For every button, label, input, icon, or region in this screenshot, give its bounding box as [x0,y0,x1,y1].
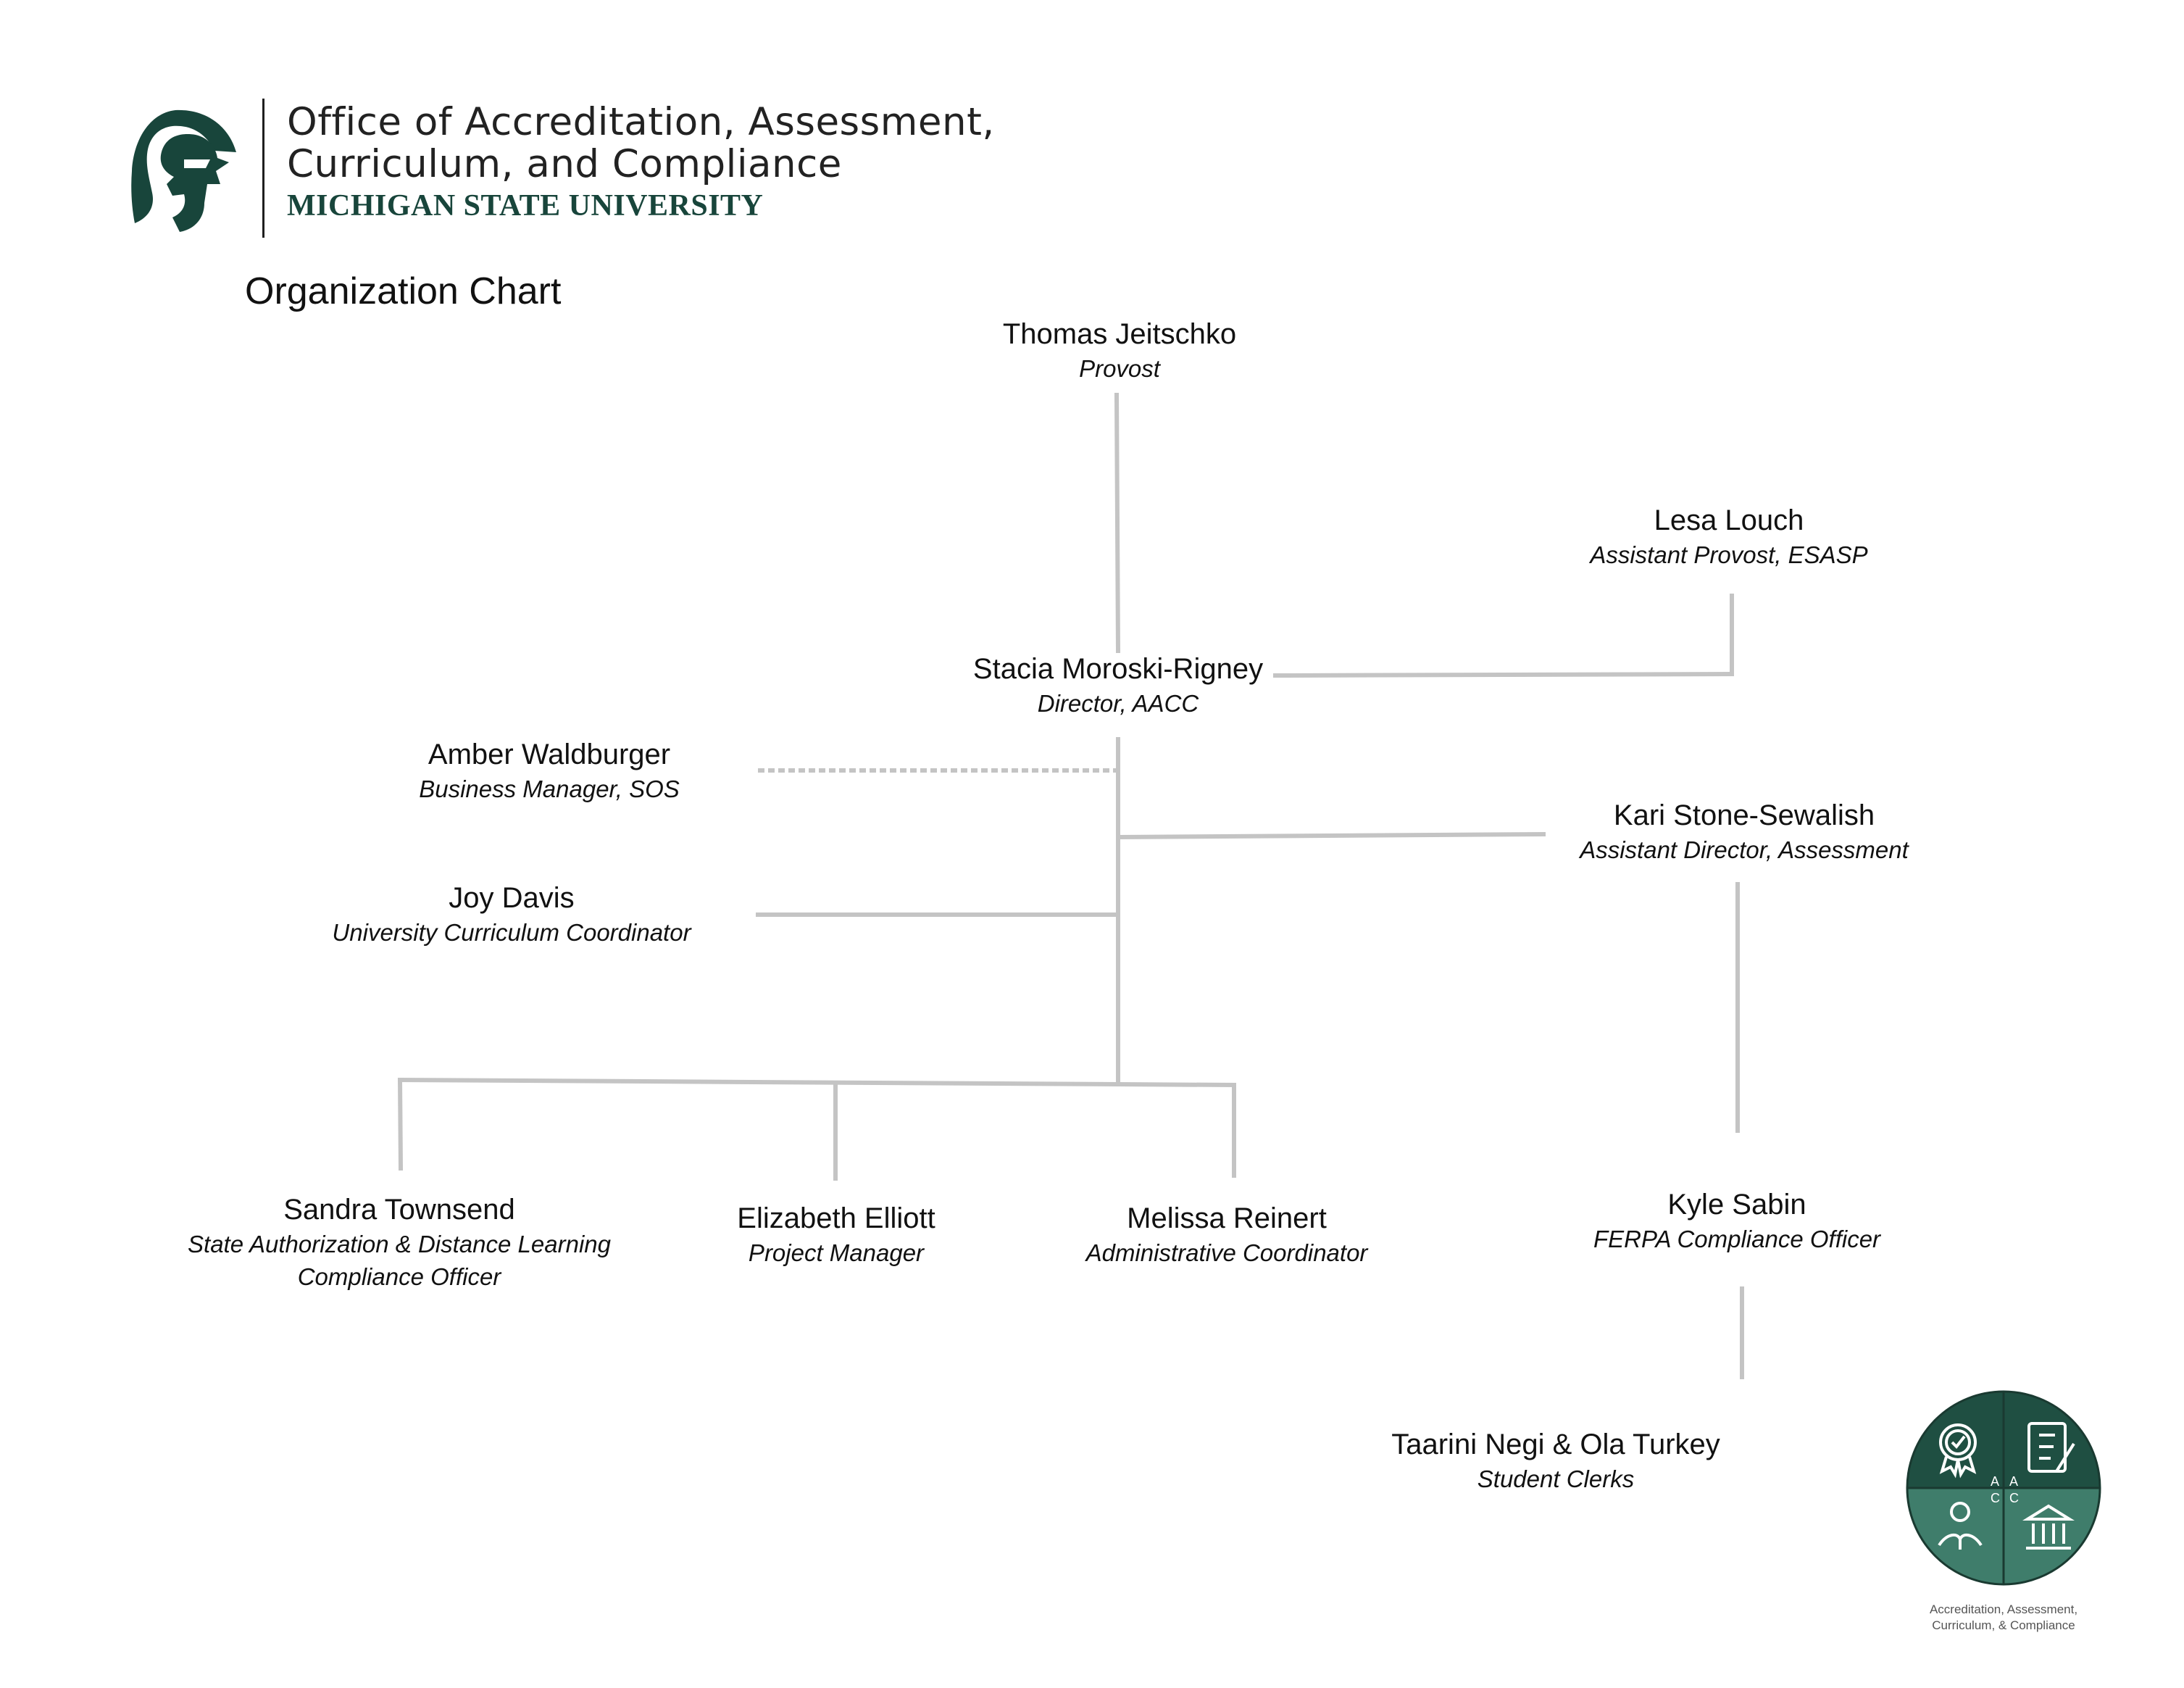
node-role: FERPA Compliance Officer [1593,1226,1881,1252]
connector-director-assistant-provost [1272,671,1735,678]
badge-letter-c1: C [1991,1491,2000,1505]
node-name: Amber Waldburger [428,739,671,770]
connector-assistant-director [1117,831,1546,840]
node-role: Business Manager, SOS [419,776,680,802]
node-name: Taarini Negi & Ola Turkey [1391,1429,1720,1460]
node-business-manager: Amber Waldburger Business Manager, SOS [419,736,680,805]
node-role: Administrative Coordinator [1085,1239,1368,1266]
institution-building-icon [2022,1504,2075,1550]
award-ribbon-icon [1939,1423,1977,1479]
node-name: Kari Stone-Sewalish [1613,799,1875,831]
page-title: Organization Chart [245,270,562,312]
aacc-badge: A A C C [1906,1390,2101,1586]
node-director: Stacia Moroski-Rigney Director, AACC [973,651,1263,720]
node-name: Joy Davis [449,882,575,914]
node-name: Elizabeth Elliott [737,1202,935,1234]
node-role-line1: State Authorization & Distance Learning [188,1231,611,1257]
node-name: Kyle Sabin [1667,1189,1806,1221]
node-role-line2: Compliance Officer [297,1263,501,1290]
connector-provost-director [1114,392,1121,654]
node-name: Stacia Moroski-Rigney [972,653,1264,685]
node-name: Melissa Reinert [1127,1202,1327,1234]
node-role: Student Clerks [1477,1465,1635,1492]
node-provost: Thomas Jeitschko Provost [1003,316,1236,385]
node-name: Thomas Jeitschko [1002,318,1237,350]
office-name-line2: Curriculum, and Compliance [287,142,842,186]
checklist-pencil-icon [2027,1422,2075,1473]
node-role: Project Manager [748,1239,925,1266]
node-role: University Curriculum Coordinator [332,919,691,946]
badge-letter-a1: A [1991,1474,1999,1489]
logo-divider [262,99,264,238]
node-role: Assistant Provost, ESASP [1590,541,1868,568]
node-role: Director, AACC [1037,690,1199,717]
node-role: Provost [1079,355,1160,382]
node-name: Sandra Townsend [283,1194,515,1226]
badge-letter-a2: A [2009,1474,2018,1489]
open-book-reader-icon [1938,1502,1983,1550]
badge-caption-line1: Accreditation, Assessment, [1929,1602,2078,1616]
node-assistant-provost: Lesa Louch Assistant Provost, ESASP [1590,502,1867,571]
node-ferpa-officer: Kyle Sabin FERPA Compliance Officer [1593,1186,1880,1255]
node-student-clerks: Taarini Negi & Ola Turkey Student Clerks [1391,1426,1720,1495]
node-project-manager: Elizabeth Elliott Project Manager [737,1200,935,1269]
badge-letter-c2: C [2009,1491,2019,1505]
connector-state-authorization [397,1077,404,1171]
university-name: MICHIGAN STATE UNIVERSITY [287,189,764,223]
node-name: Lesa Louch [1654,504,1804,536]
spartan-helmet-icon [131,109,236,232]
node-admin-coordinator: Melissa Reinert Administrative Coordinat… [1086,1200,1368,1269]
node-curriculum-coordinator: Joy Davis University Curriculum Coordina… [332,880,691,949]
node-state-authorization: Sandra Townsend State Authorization & Di… [188,1192,611,1293]
office-name-line1: Office of Accreditation, Assessment, [287,100,995,144]
node-assistant-director: Kari Stone-Sewalish Assistant Director, … [1580,797,1909,866]
badge-caption: Accreditation, Assessment, Curriculum, &… [1891,1602,2116,1634]
office-name-block: Office of Accreditation, Assessment, Cur… [287,101,995,226]
node-role: Assistant Director, Assessment [1580,836,1909,863]
badge-caption-line2: Curriculum, & Compliance [1932,1618,2075,1632]
connector-bottom-bar [397,1077,1237,1088]
